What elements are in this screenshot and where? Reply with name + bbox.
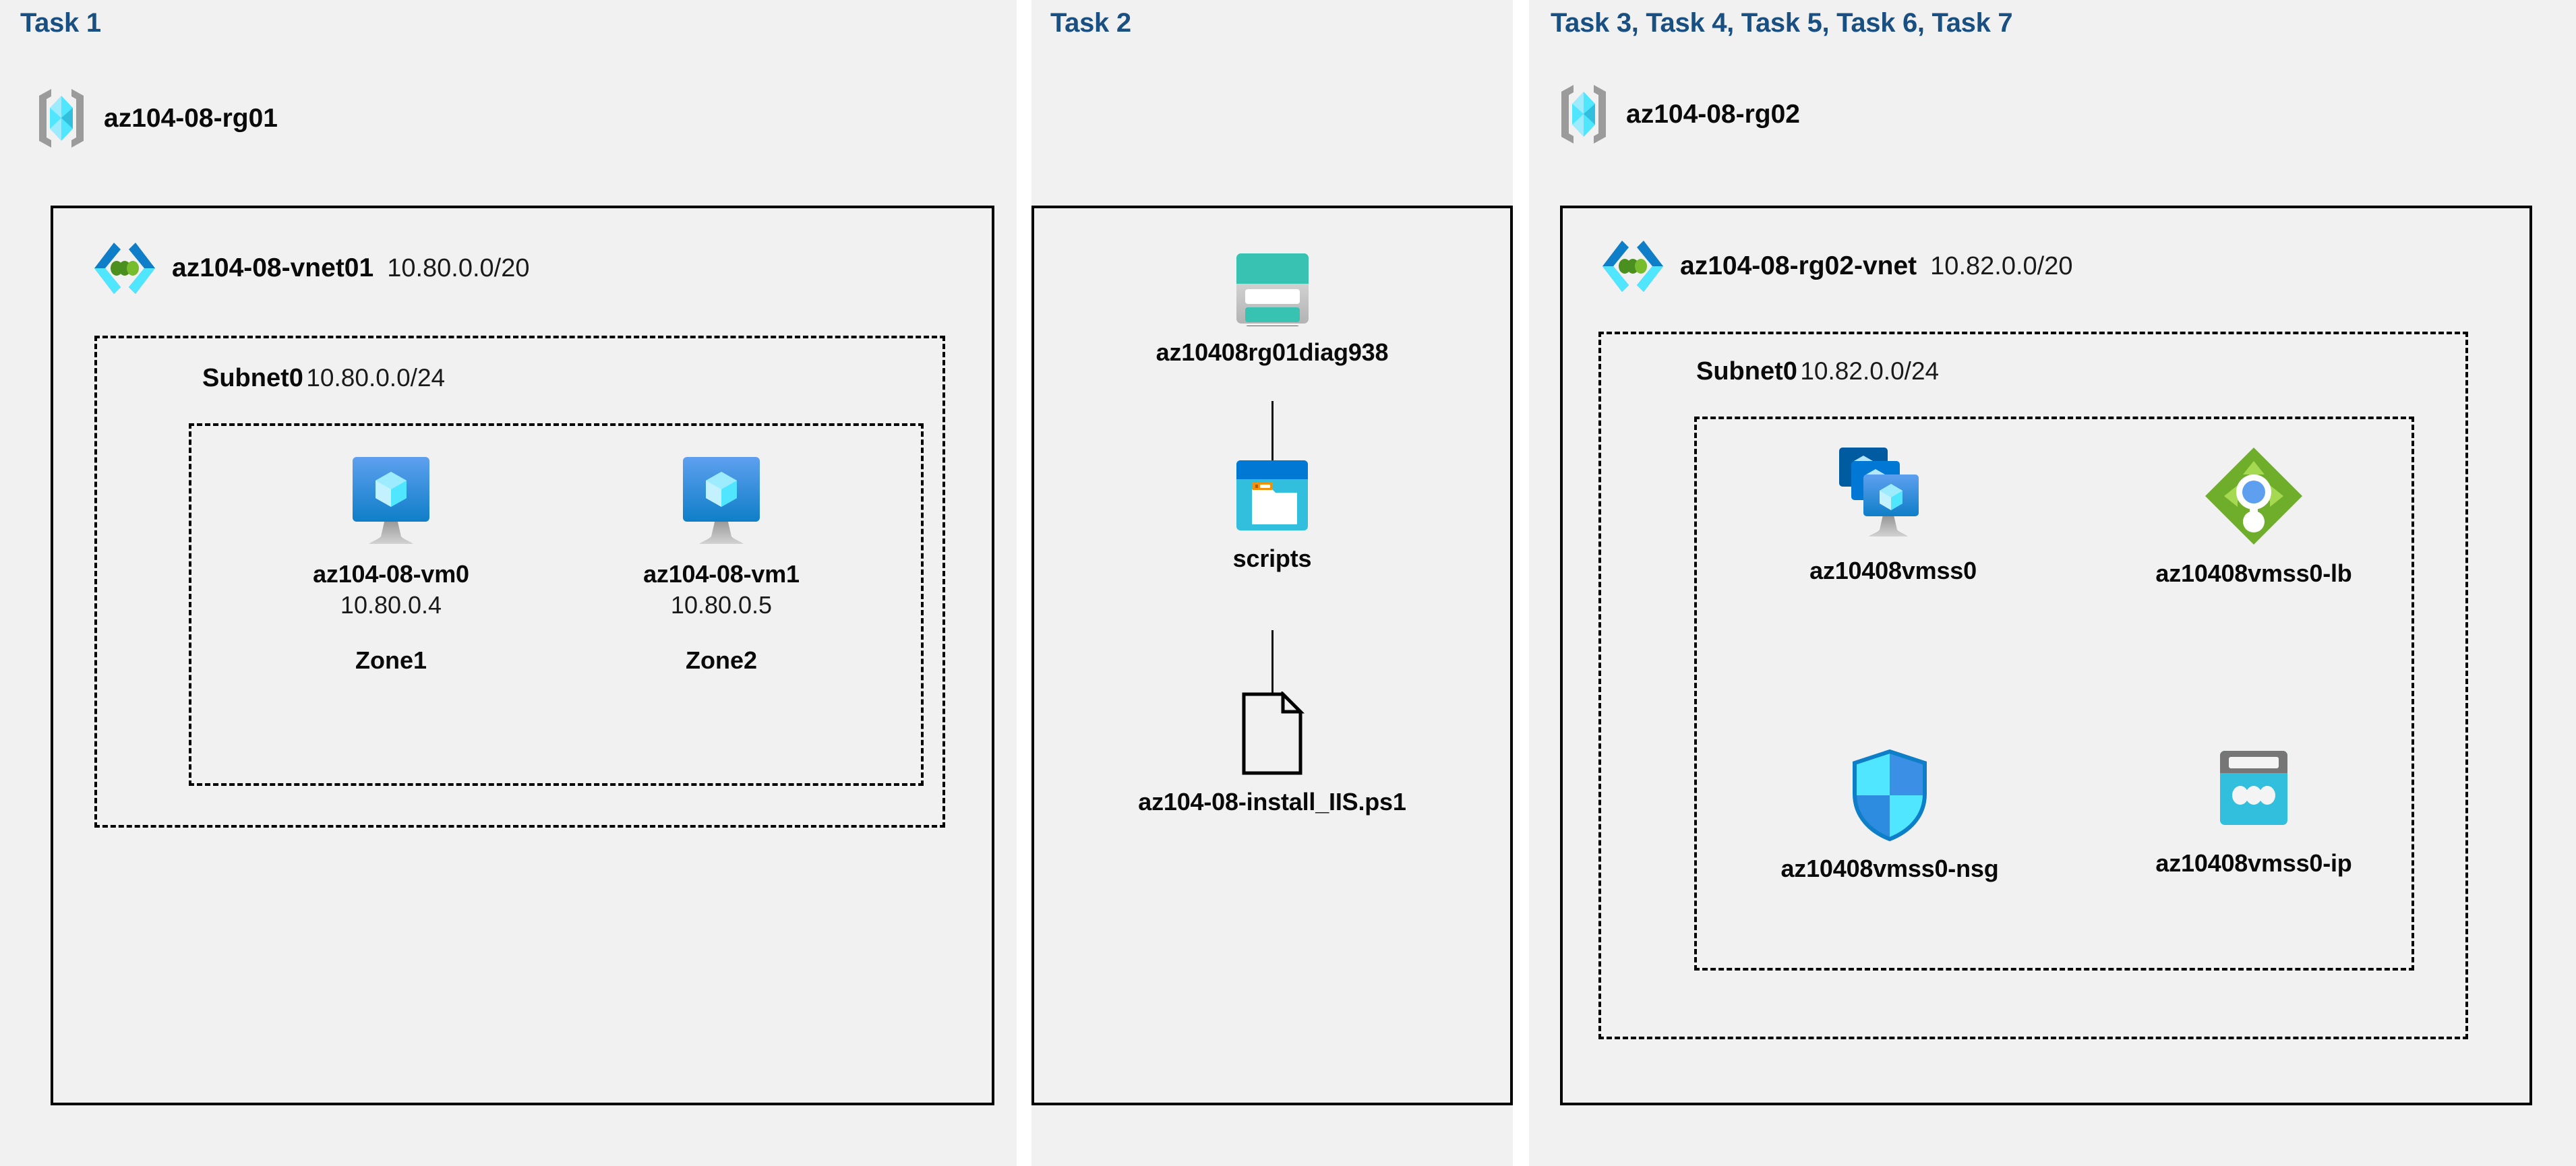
resource-group-label: az104-08-rg01 [104, 103, 278, 133]
vm-scale-set-node[interactable]: az10408vmss0 [1745, 445, 2041, 585]
availability-zones-boundary [189, 423, 924, 786]
subnet0-boundary [94, 336, 945, 828]
script-file-node[interactable]: az104-08-install_IIS.ps1 [1070, 692, 1474, 816]
vmss-label: az10408vmss0 [1809, 557, 1977, 584]
blob-container-node[interactable]: scripts [1151, 458, 1394, 573]
network-security-group-icon [1849, 748, 1930, 842]
network-security-group-node[interactable]: az10408vmss0-nsg [1735, 748, 2045, 883]
subnet0-cidr: 10.80.0.0/24 [306, 364, 446, 392]
virtual-network-icon [91, 239, 158, 297]
subnet-resources-boundary [1694, 417, 2414, 971]
storage-account-icon [1234, 251, 1311, 326]
vnet02-name: az104-08-rg02-vnet [1680, 251, 1917, 280]
vm-scale-set-icon [1826, 445, 1960, 545]
connector-storage-to-scripts [1271, 401, 1274, 462]
vnet01-cidr: 10.80.0.0/20 [387, 253, 530, 282]
task2-panel: Task 2 az10408rg01diag938 [1031, 0, 1513, 1166]
task2-header: Task 2 [1050, 8, 1131, 38]
load-balancer-node[interactable]: az10408vmss0-lb [2105, 445, 2402, 588]
public-ip-label: az10408vmss0-ip [2155, 849, 2352, 877]
blob-container-label: scripts [1232, 545, 1312, 572]
resource-group-icon [34, 86, 89, 150]
virtual-network-icon [1599, 237, 1667, 295]
task3-7-header: Task 3, Task 4, Task 5, Task 6, Task 7 [1551, 8, 2013, 38]
vm0-ip: 10.80.0.4 [340, 591, 442, 619]
load-balancer-label: az10408vmss0-lb [2155, 559, 2352, 587]
nsg-label: az10408vmss0-nsg [1780, 855, 1999, 882]
storage-account-node[interactable]: az10408rg01diag938 [1124, 251, 1420, 367]
connector-scripts-to-file [1271, 630, 1274, 694]
subnet0-name: Subnet0 [202, 364, 303, 392]
subnet0-name: Subnet0 [1696, 357, 1797, 386]
vm1-zone: Zone2 [685, 646, 757, 674]
resource-group-rg02: az104-08-rg02 [1556, 82, 1800, 146]
storage-account-label: az10408rg01diag938 [1156, 338, 1389, 366]
load-balancer-icon [2203, 445, 2305, 547]
task3-panel: Task 3, Task 4, Task 5, Task 6, Task 7 a… [1529, 0, 2576, 1166]
virtual-machine-icon [671, 452, 772, 548]
resource-group-label: az104-08-rg02 [1626, 99, 1800, 129]
subnet0-label: Subnet0 10.80.0.0/24 [202, 364, 445, 393]
task1-panel: Task 1 az104-08-rg01 [0, 0, 1017, 1166]
subnet0-label: Subnet0 10.82.0.0/24 [1696, 357, 1939, 386]
vm0-zone: Zone1 [355, 646, 427, 674]
virtual-machine-icon [340, 452, 442, 548]
resource-group-rg01: az104-08-rg01 [34, 86, 278, 150]
subnet0-cidr: 10.82.0.0/24 [1800, 357, 1940, 385]
script-file-icon [1238, 692, 1306, 776]
public-ip-address-icon [2207, 748, 2301, 837]
vnet01-name: az104-08-vnet01 [172, 253, 374, 282]
vm-az104-08-vm0[interactable]: az104-08-vm0 10.80.0.4 Zone1 [283, 452, 499, 675]
vm1-ip: 10.80.0.5 [670, 591, 773, 619]
vnet02-header: az104-08-rg02-vnet 10.82.0.0/20 [1599, 237, 2072, 295]
vm1-name: az104-08-vm1 [643, 560, 800, 588]
script-file-label: az104-08-install_IIS.ps1 [1138, 788, 1406, 816]
task2-boundary [1031, 206, 1513, 1105]
vnet02-cidr: 10.82.0.0/20 [1930, 251, 2073, 280]
resource-group-icon [1556, 82, 1611, 146]
public-ip-address-node[interactable]: az10408vmss0-ip [2109, 748, 2399, 878]
subnet0-boundary [1598, 332, 2468, 1039]
vm0-name: az104-08-vm0 [313, 560, 469, 588]
vnet01-header: az104-08-vnet01 10.80.0.0/20 [91, 239, 530, 297]
task1-header: Task 1 [20, 8, 101, 38]
vnet01-boundary [51, 206, 994, 1105]
vm-az104-08-vm1[interactable]: az104-08-vm1 10.80.0.5 Zone2 [613, 452, 829, 675]
blob-container-icon [1234, 458, 1310, 532]
vnet02-boundary [1560, 206, 2532, 1105]
